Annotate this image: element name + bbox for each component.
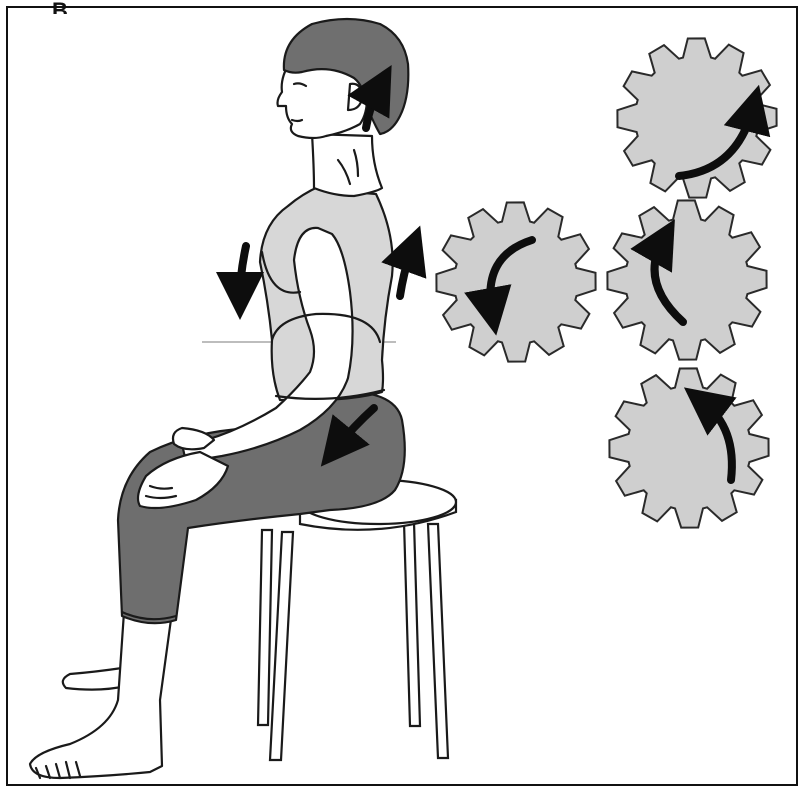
stool bbox=[258, 480, 456, 760]
stool-leg-front-right bbox=[428, 524, 448, 758]
stool-leg-back-right bbox=[404, 522, 420, 726]
gear-icon bbox=[609, 368, 768, 527]
gear-middle bbox=[607, 200, 766, 359]
stool-leg-back-left bbox=[258, 530, 272, 725]
gear-top-right bbox=[617, 38, 776, 197]
seated-woman bbox=[30, 19, 408, 778]
hand-back bbox=[173, 428, 214, 449]
ear bbox=[348, 84, 362, 110]
gear-icon bbox=[607, 200, 766, 359]
front-leg bbox=[30, 612, 172, 778]
back-arrow bbox=[400, 248, 412, 296]
gear-icon bbox=[436, 202, 595, 361]
neck bbox=[312, 134, 382, 196]
gears bbox=[436, 38, 776, 527]
chest-arrow bbox=[240, 246, 246, 296]
gear-left bbox=[436, 202, 595, 361]
gear-bottom bbox=[609, 368, 768, 527]
stool-leg-front-left bbox=[270, 532, 293, 760]
